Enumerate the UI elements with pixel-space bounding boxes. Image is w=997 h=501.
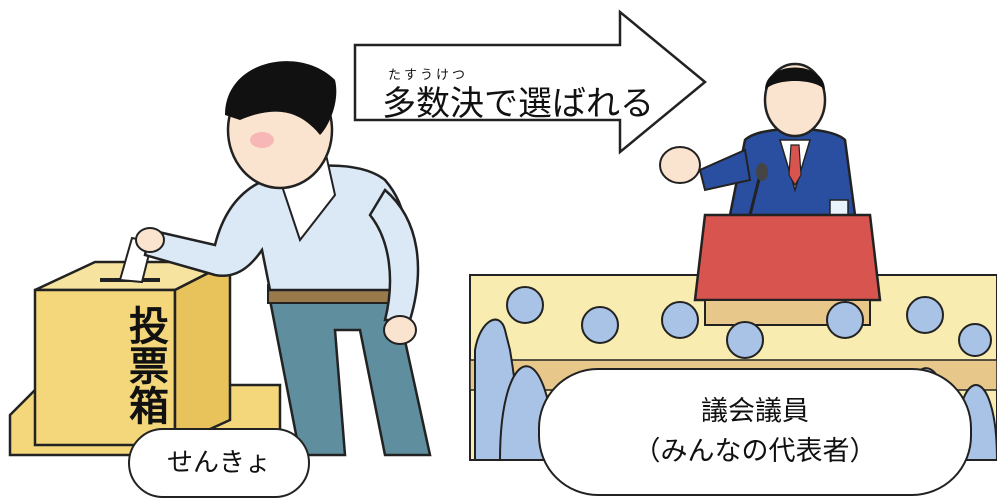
arrow-ruby: たすうけつ [388,68,469,83]
council-label: 議会議員 （みんなの代表者） [538,368,972,496]
voter-scene [8,61,432,457]
arrow [353,9,707,155]
council-label-line1: 議会議員 [701,395,809,427]
speaker [659,62,857,227]
ballot-box [33,236,232,447]
election-label: せんきょ [128,428,310,498]
ballot-box-label: 投票箱 [122,305,168,425]
arrow-text: 多数決で選ばれる [382,84,654,124]
election-label-text: せんきょ [166,447,271,478]
voter [135,61,432,457]
council-label-line2: （みんなの代表者） [633,436,877,467]
